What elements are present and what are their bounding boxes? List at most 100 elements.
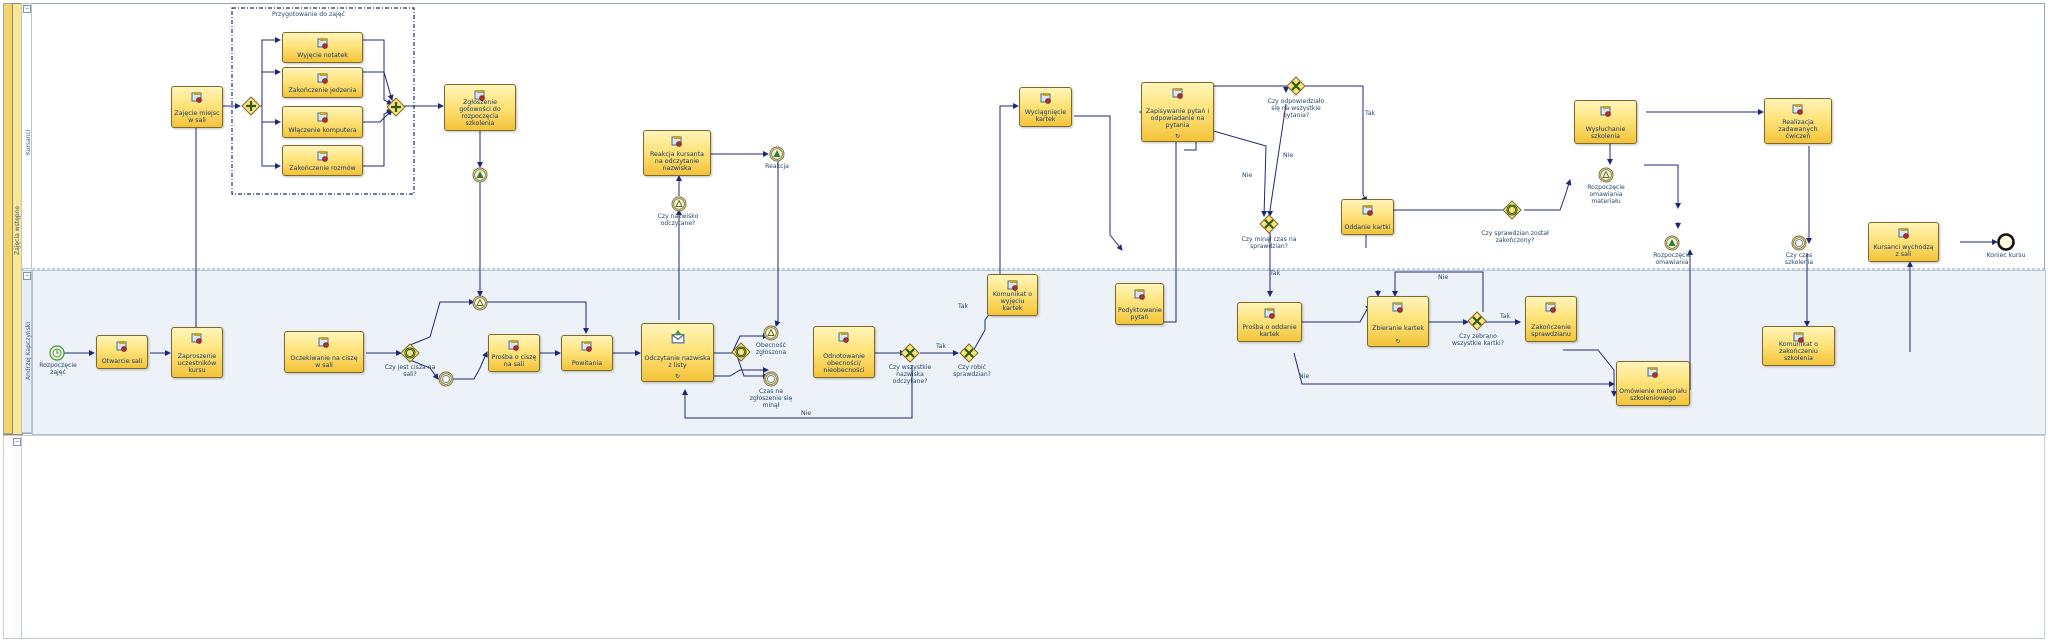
task-zakonczenie-rozmow[interactable]: Zakończenie rozmów xyxy=(282,145,363,176)
flow-label-nie: Nie xyxy=(1299,373,1310,380)
task-oddanie-kartki[interactable]: Oddanie kartki xyxy=(1341,199,1394,235)
task-zbieranie-kartek[interactable]: Zbieranie kartek ↻ xyxy=(1367,296,1429,347)
task-label: Zajęcie miejsc w sali xyxy=(174,110,220,124)
flow-label-nie: Nie xyxy=(1438,274,1449,281)
task-label: Otwarcie sali xyxy=(101,358,143,365)
task-wysluchanie-szkolenia[interactable]: Wysłuchanie szkolenia xyxy=(1574,100,1637,144)
task-realizacja-cwiczen[interactable]: Realizacja zadawanych ćwiczeń xyxy=(1764,98,1832,144)
empty-pool-header xyxy=(12,436,22,638)
gateway-czy-robic-sprawdzian[interactable] xyxy=(959,343,979,363)
task-label: Omówienie materiału szkoleniowego xyxy=(1619,388,1687,402)
task-powitania[interactable]: Powitania xyxy=(561,335,613,371)
event-signal-obecnosc[interactable] xyxy=(763,325,779,341)
task-omowienie-materialu[interactable]: Omówienie materiału szkoleniowego xyxy=(1616,361,1690,406)
service-task-icon xyxy=(191,92,202,103)
gateway-label: Czy minął czas na sprawdzian? xyxy=(1241,236,1297,250)
service-task-icon xyxy=(1134,289,1145,300)
task-zgloszenie-gotowosci[interactable]: Zgłoszenie gotowości do rozpoczęcia szko… xyxy=(444,84,516,131)
event-label: Reakcja xyxy=(765,163,789,170)
flow-label-tak: Tak xyxy=(958,303,969,310)
empty-pool-collapse[interactable]: − xyxy=(13,438,21,446)
event-conditional-nazwisko[interactable] xyxy=(671,196,687,212)
event-label: Koniec kursu xyxy=(1986,252,2026,259)
gateway-eb-cisza[interactable] xyxy=(400,343,420,363)
task-otwarcie-sali[interactable]: Otwarcie sali xyxy=(96,335,148,369)
flow-label-tak: Tak xyxy=(936,343,947,350)
end-event[interactable] xyxy=(1997,233,2015,251)
event-label: Czy czas szkolenia xyxy=(1784,252,1814,266)
task-reakcja-kursanta[interactable]: Reakcja kursanta na odczytanie nazwiska xyxy=(643,130,711,176)
event-timer-cisza[interactable] xyxy=(438,371,454,387)
event-signal-rozp-omawiania-materialu[interactable] xyxy=(1598,167,1614,183)
task-podyktowanie-pytan[interactable]: Podyktowanie pytań xyxy=(1115,283,1164,325)
service-task-icon xyxy=(116,341,127,352)
task-oczekiwanie[interactable]: Oczekiwanie na ciszę w sali xyxy=(284,331,364,373)
gateway-czy-minal-czas[interactable] xyxy=(1259,214,1279,234)
task-zakonczenie-jedzenia[interactable]: Zakończenie jedzenia xyxy=(282,67,363,98)
gateway-parallel-join[interactable] xyxy=(386,97,406,117)
task-wlaczenie-komputera[interactable]: Włączenie komputera xyxy=(282,106,363,138)
event-signal-reakcja[interactable] xyxy=(769,146,785,162)
gateway-eb-sprawdzian[interactable] xyxy=(1502,200,1522,220)
task-odczytanie-nazwiska[interactable]: Odczytanie nazwiska z listy ↻ xyxy=(641,323,714,382)
send-task-icon xyxy=(671,330,684,344)
task-komunikat-zakonczenie[interactable]: Komunikat o zakończeniu szkolenia xyxy=(1762,326,1835,366)
loop-icon: ↻ xyxy=(674,373,681,380)
gateway-label: Czy jest cisza na sali? xyxy=(384,364,436,378)
lane-collapse-prowadzacy[interactable]: − xyxy=(23,272,31,280)
task-label: Reakcja kursanta na odczytanie nazwiska xyxy=(649,151,705,172)
task-label: Wyciągnięcie kartek xyxy=(1024,109,1067,123)
event-signal-gotowosc[interactable] xyxy=(472,167,488,183)
event-timer-czas-szkolenia[interactable] xyxy=(1791,235,1807,251)
gateway-czy-zebrano[interactable] xyxy=(1467,311,1487,331)
lane-header-prowadzacy xyxy=(21,270,32,433)
service-task-icon xyxy=(317,151,328,162)
loop-icon: ↻ xyxy=(1395,338,1401,345)
task-zajecie-miejsc[interactable]: Zajęcie miejsc w sali xyxy=(171,86,223,128)
service-task-icon xyxy=(317,73,328,84)
service-task-icon xyxy=(318,337,329,348)
event-timer-zgloszenie[interactable] xyxy=(763,371,779,387)
task-prosba-o-oddanie-kartek[interactable]: Prośba o oddanie kartek xyxy=(1237,302,1302,342)
event-label: Rozpoczęcie omawiania materiału xyxy=(1587,184,1625,205)
task-label: Powitania xyxy=(571,360,603,367)
task-zapisywanie-pytan[interactable]: Zapisywanie pytań i odpowiadanie na pyta… xyxy=(1141,82,1214,142)
flow-label-nie: Nie xyxy=(1283,152,1294,159)
task-kursanci-wychodza[interactable]: Kursanci wychodzą z sali xyxy=(1868,222,1939,262)
service-task-icon xyxy=(581,341,592,352)
gateway-label: Czy odpowiedziało się na wszystkie pytan… xyxy=(1267,98,1325,119)
service-task-icon xyxy=(1600,106,1611,117)
service-task-icon xyxy=(1264,308,1275,319)
lane-collapse-kursanci[interactable]: − xyxy=(23,5,31,13)
task-label: Kursanci wychodzą z sali xyxy=(1873,244,1934,258)
service-task-icon xyxy=(317,38,328,49)
lane-header-kursanci xyxy=(21,3,32,269)
task-zaproszenie[interactable]: Zaproszenie uczestników kursu xyxy=(171,327,223,378)
service-task-icon xyxy=(1545,302,1556,313)
gateway-czy-wszystkie-nazwiska[interactable] xyxy=(900,343,920,363)
group-label: Przygotowanie do zajęć xyxy=(272,11,345,18)
task-prosba-o-cisze[interactable]: Prośba o ciszę na sali xyxy=(488,334,540,372)
gateway-parallel-split[interactable] xyxy=(241,96,261,116)
service-task-icon xyxy=(474,90,485,101)
event-label: Czas na zgłoszenie się minął xyxy=(749,388,793,409)
event-signal-cisza[interactable] xyxy=(472,295,488,311)
gateway-label: Czy wszystkie nazwiska odczytane? xyxy=(888,364,932,385)
task-label: Oddanie kartki xyxy=(1344,224,1391,231)
gateway-eb-obecnosc[interactable] xyxy=(731,342,751,362)
task-zakonczenie-sprawdzianu[interactable]: Zakończenie sprawdzianu xyxy=(1525,296,1577,342)
task-wyjecie-notatek[interactable]: Wyjęcie notatek xyxy=(282,32,363,63)
task-komunikat-wyjecie-kartek[interactable]: Komunikat o wyjęciu kartek xyxy=(987,274,1038,316)
start-event-timer[interactable] xyxy=(49,345,65,361)
gateway-label: Czy zebrano wszystkie kartki? xyxy=(1452,333,1504,347)
task-label: Podyktowanie pytań xyxy=(1118,307,1162,321)
task-wyciagniecie-kartek[interactable]: Wyciągnięcie kartek xyxy=(1019,87,1072,127)
event-signal-rozp-omawiania[interactable] xyxy=(1664,235,1680,251)
flow-label-tak: Tak xyxy=(1270,270,1281,277)
task-odnotowanie[interactable]: Odnotowanie obecności/ nieobecności xyxy=(813,326,875,378)
gateway-label: Czy robić sprawdzian? xyxy=(953,364,991,378)
group-box xyxy=(231,7,415,195)
gateway-czy-odpowiedzialo[interactable] xyxy=(1286,76,1306,96)
task-label: Prośba o ciszę na sali xyxy=(491,354,537,368)
